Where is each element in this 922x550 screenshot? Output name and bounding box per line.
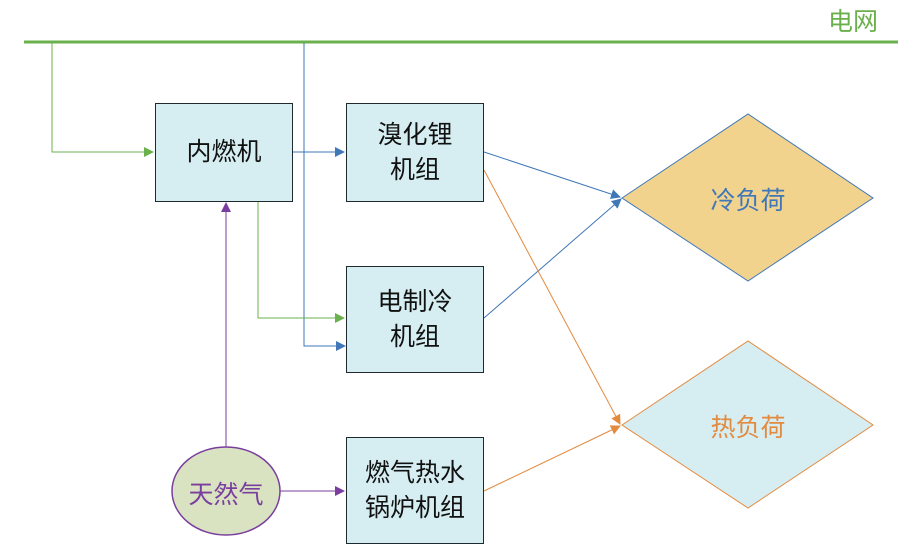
cold-load-label: 冷负荷 bbox=[710, 186, 786, 215]
elec-chiller-box: 电制冷 机组 bbox=[346, 266, 484, 373]
ice-box: 内燃机 bbox=[155, 103, 293, 202]
grid-to-elec-chiller-arrow bbox=[303, 43, 346, 351]
heat-load-diamond bbox=[621, 340, 874, 509]
libr-label-line2: 机组 bbox=[389, 154, 440, 184]
elec-chiller-to-cold-load-arrow bbox=[483, 198, 622, 319]
cold-load-diamond bbox=[621, 113, 874, 282]
heat-load-label: 热负荷 bbox=[710, 413, 786, 442]
libr-label-line1: 溴化锂 bbox=[377, 120, 453, 149]
ice-to-elec-chiller-arrow bbox=[257, 202, 345, 323]
libr-unit-box: 溴化锂 机组 bbox=[346, 103, 484, 202]
boiler-label-line1: 燃气热水 bbox=[364, 458, 465, 487]
libr-to-cold-load-arrow bbox=[483, 151, 621, 199]
natural-gas-label: 天然气 bbox=[188, 480, 264, 509]
grid-label: 电网 bbox=[827, 7, 878, 36]
boiler-to-heat-load-arrow bbox=[483, 425, 621, 492]
gas-boiler-box: 燃气热水 锅炉机组 bbox=[346, 437, 484, 544]
libr-to-heat-load-arrow bbox=[483, 169, 621, 425]
boiler-label-line2: 锅炉机组 bbox=[364, 492, 465, 522]
ice-label: 内燃机 bbox=[186, 137, 262, 167]
elec-chiller-label-line2: 机组 bbox=[389, 321, 440, 351]
grid-to-ice-arrow bbox=[51, 43, 154, 157]
natural-gas-ellipse bbox=[171, 446, 281, 536]
elec-chiller-label-line1: 电制冷 bbox=[377, 287, 453, 316]
